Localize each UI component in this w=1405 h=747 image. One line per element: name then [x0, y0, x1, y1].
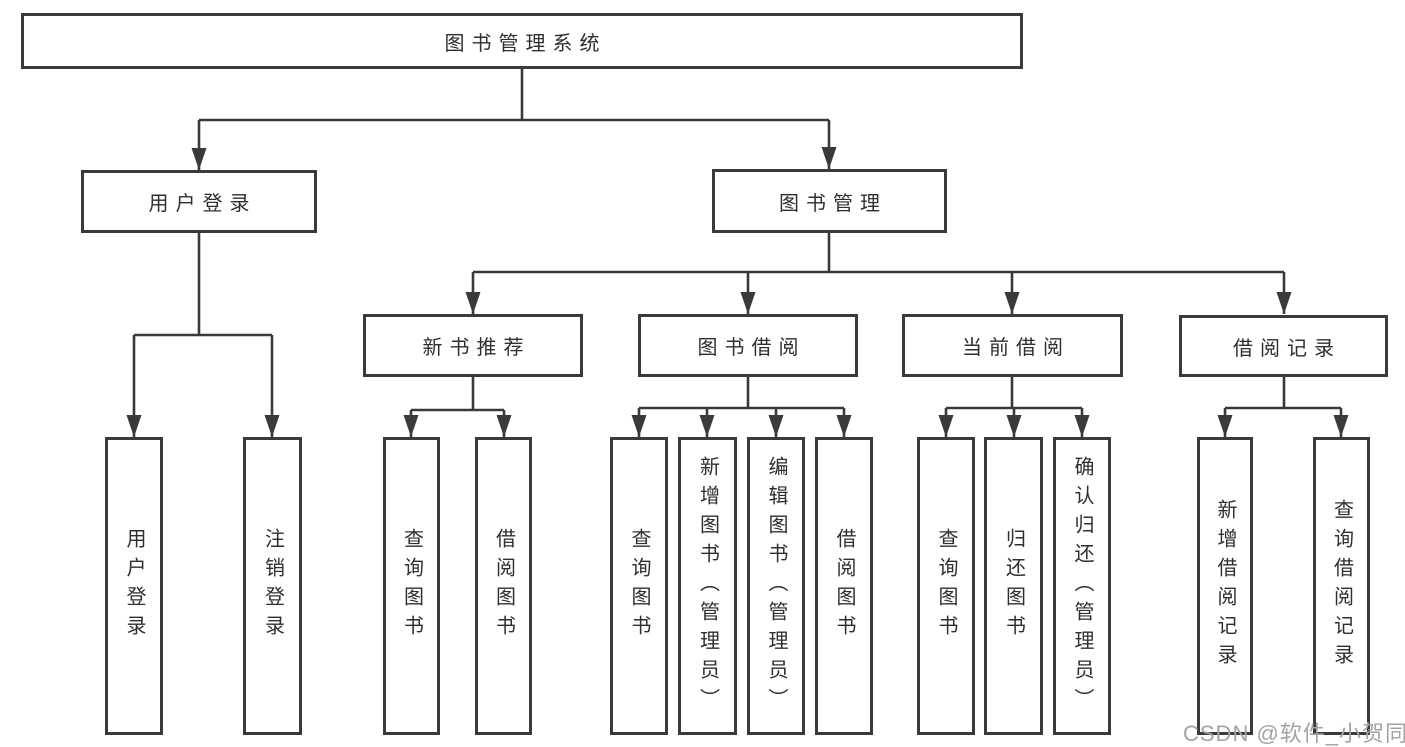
leaf-records-add-record: 新增借阅记录: [1197, 437, 1253, 735]
leaf-user-login: 用户登录: [105, 437, 163, 735]
leaf-recommend-borrow-books: 借阅图书: [475, 437, 532, 735]
leaf-current-confirm-return-admin: 确认归还（管理员）: [1053, 437, 1111, 735]
connector-borrow-bus: [639, 377, 844, 410]
node-new-book-recommend: 新书推荐: [363, 314, 583, 377]
leaf-logout: 注销登录: [243, 437, 302, 735]
node-borrow-records: 借阅记录: [1179, 315, 1388, 377]
connector-recommend-bus: [411, 377, 504, 412]
leaf-current-query-books: 查询图书: [917, 437, 975, 735]
leaf-borrow-add-books-admin: 新增图书（管理员）: [678, 437, 737, 735]
connector-current-bus: [946, 377, 1082, 410]
node-book-borrow: 图书借阅: [638, 314, 858, 377]
connector-records-bus: [1225, 377, 1341, 410]
leaf-borrow-query-books: 查询图书: [610, 437, 668, 735]
connector-bookmgmt-bus: [473, 233, 1284, 274]
node-book-management: 图书管理: [712, 169, 947, 233]
node-user-login: 用户登录: [81, 170, 317, 233]
csdn-watermark: CSDN @软件_小贺同学: [1183, 721, 1405, 746]
leaf-recommend-query-books: 查询图书: [383, 437, 440, 735]
node-root-system: 图书管理系统: [21, 13, 1023, 69]
leaf-records-query-record: 查询借阅记录: [1313, 437, 1370, 735]
node-current-borrow: 当前借阅: [902, 314, 1123, 377]
leaf-borrow-borrow-books: 借阅图书: [815, 437, 873, 735]
connector-userlogin-bus: [134, 233, 272, 337]
connector-root-bus: [199, 69, 829, 122]
leaf-current-return-books: 归还图书: [984, 437, 1043, 735]
leaf-borrow-edit-books-admin: 编辑图书（管理员）: [747, 437, 805, 735]
